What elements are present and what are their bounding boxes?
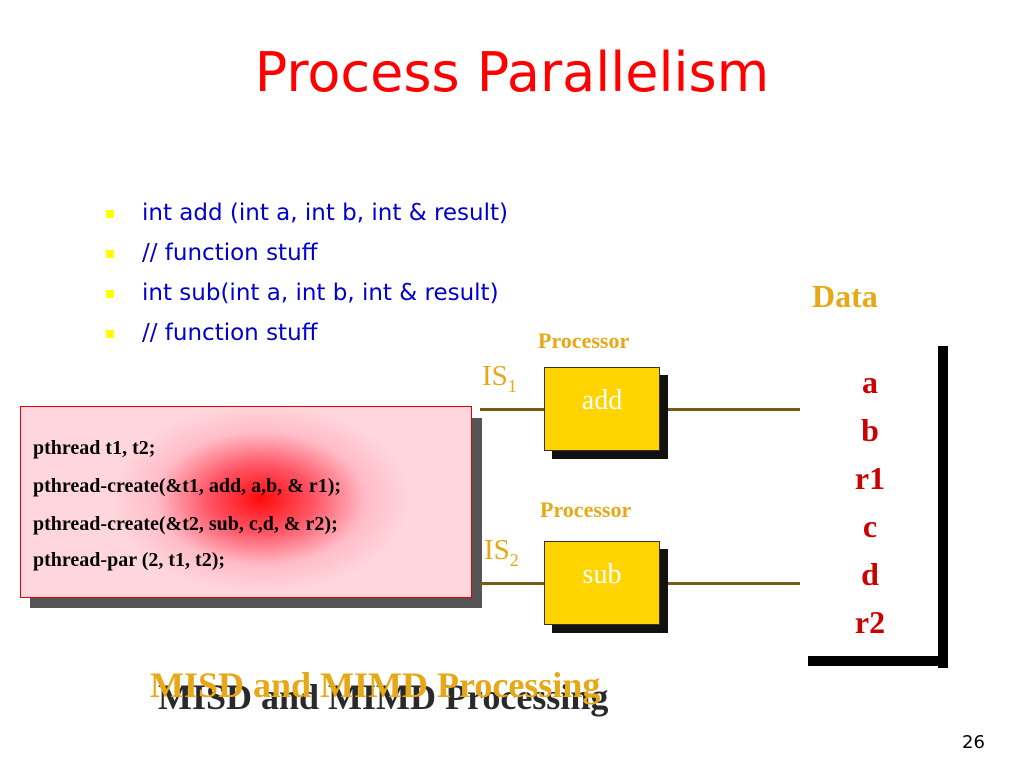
processor-header-2: Processor [540,497,632,522]
instruction-stream-label-1: IS1 [482,360,517,396]
bullet-square-icon [106,250,114,258]
bullet-item: // function stuff [102,236,508,276]
bullet-text: int add (int a, int b, int & result) [142,200,508,226]
data-border-right [938,346,948,668]
bullet-item: int sub(int a, int b, int & result) [102,276,508,316]
bullet-item: int add (int a, int b, int & result) [102,196,508,236]
bullet-square-icon [106,210,114,218]
bullet-text: // function stuff [142,240,318,266]
code-box: pthread t1, t2; pthread-create(&t1, add,… [20,406,472,598]
code-line: pthread-create(&t1, add, a,b, & r1); [33,475,342,497]
page-number: 26 [962,732,985,753]
code-line: pthread-create(&t2, sub, c,d, & r2); [33,513,338,535]
data-value: c [862,508,878,544]
data-border-bottom [808,656,948,666]
data-value: r1 [854,460,886,496]
input-wire-2 [480,582,546,585]
data-value: r2 [854,604,886,640]
code-line: pthread t1, t2; [33,437,156,459]
input-wire-1 [480,408,546,411]
bullet-text: int sub(int a, int b, int & result) [142,280,499,306]
bullet-item: // function stuff [102,316,508,356]
output-wire-2 [668,582,800,585]
output-wire-1 [668,408,800,411]
data-value: a [862,364,878,400]
caption: MISD and MIMD Processing [150,665,601,705]
code-line: pthread-par (2, t1, t2); [33,549,226,571]
processor-header-1: Processor [538,328,630,353]
data-value: d [861,556,879,592]
bullet-list: int add (int a, int b, int & result) // … [102,196,508,356]
processor-sub: sub [544,541,660,625]
bullet-text: // function stuff [142,320,318,346]
instruction-stream-label-2: IS2 [484,534,519,570]
data-value: b [861,412,879,448]
data-label: Data [812,278,878,314]
processor-add: add [544,367,660,451]
bullet-square-icon [106,330,114,338]
bullet-square-icon [106,290,114,298]
slide-title: Process Parallelism [254,41,770,104]
caption-shadow: MISD and MIMD Processing [158,677,609,717]
